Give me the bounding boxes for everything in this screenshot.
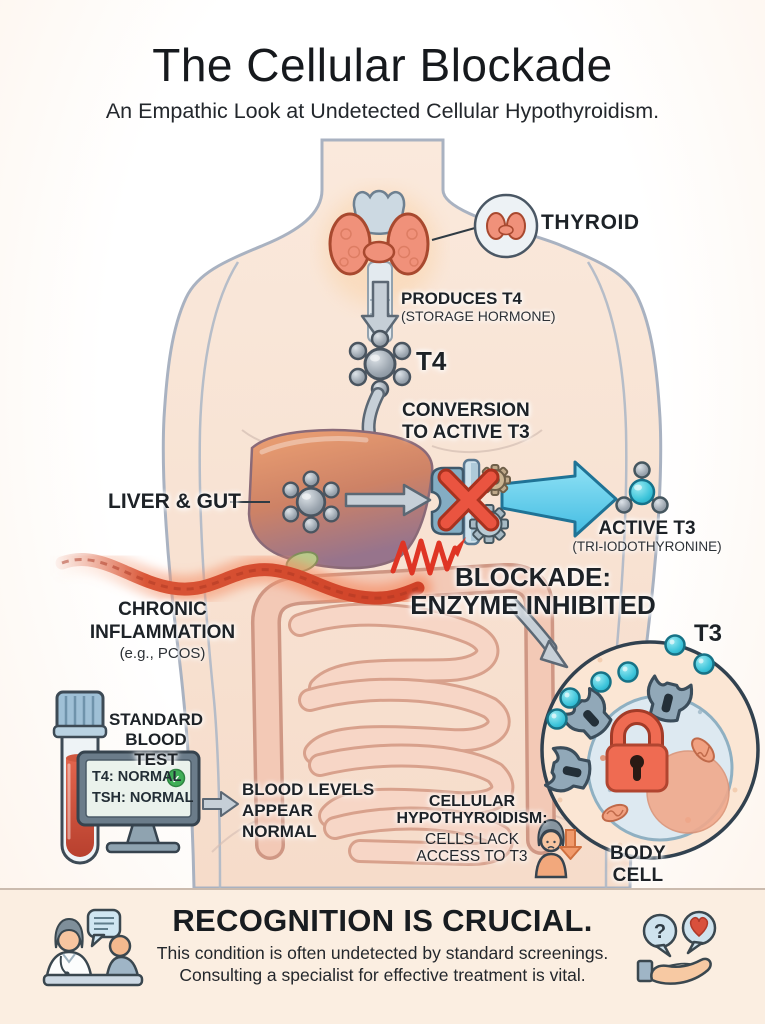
produces-t4-label: PRODUCES T4 xyxy=(401,289,522,308)
monitor-tsh-value: TSH: NORMAL xyxy=(92,790,194,806)
active-t3-label: ACTIVE T3 xyxy=(598,518,696,539)
question-bubble-icon: ? xyxy=(642,913,678,958)
t4-in-liver-molecule-icon xyxy=(282,470,340,534)
blocked-x-icon xyxy=(437,468,500,532)
page-subtitle: An Empathic Look at Undetected Cellular … xyxy=(105,99,660,123)
chronic-inflammation-label: CHRONIC INFLAMMATION xyxy=(89,599,236,643)
blood-levels-label: BLOOD LEVELS APPEAR NORMAL xyxy=(242,780,375,841)
blockade-heading: BLOCKADE: ENZYME INHIBITED xyxy=(410,562,656,620)
t3-molecule-icon xyxy=(615,461,669,514)
svg-text:?: ? xyxy=(654,921,666,943)
standard-blood-test-label: STANDARD BLOOD TEST xyxy=(108,710,204,769)
body-cell-icon xyxy=(540,634,760,860)
heart-bubble-icon xyxy=(681,910,717,955)
t3-dots-icon xyxy=(546,634,715,730)
doctor-patient-icon xyxy=(42,908,144,987)
conversion-label: CONVERSION TO ACTIVE T3 xyxy=(402,400,530,443)
svg-text:✓: ✓ xyxy=(171,774,180,786)
mitochondria-icon xyxy=(601,737,715,823)
support-icon: ? xyxy=(636,910,717,985)
body-cell-label: BODY CELL xyxy=(609,843,667,887)
down-arrow-small-icon xyxy=(559,829,582,860)
footer-heading: RECOGNITION IS CRUCIAL. xyxy=(172,903,593,938)
monitor-icon: ✓ xyxy=(76,750,201,854)
inflammation-wave-icon xyxy=(48,545,432,613)
down-arrow-icon xyxy=(360,280,400,343)
liver-gut-label: LIVER & GUT xyxy=(108,490,242,513)
right-arrow-icon xyxy=(344,483,432,517)
footer-panel xyxy=(0,889,765,1024)
right-arrow-small-icon xyxy=(202,791,239,817)
storage-hormone-label: (STORAGE HORMONE) xyxy=(401,308,556,324)
t4-molecule-icon xyxy=(348,329,412,399)
thyroid-neck-icon xyxy=(328,189,430,276)
lock-icon xyxy=(605,709,669,793)
speech-bubble-icon xyxy=(86,908,122,948)
monitor-t4-value: T4: NORMAL xyxy=(92,769,182,785)
to-active-t3-arrow-icon xyxy=(500,460,618,538)
tri-iodothyronine-label: (TRI-IODOTHYRONINE) xyxy=(572,539,722,554)
sad-person-icon xyxy=(534,818,568,879)
check-icon: ✓ xyxy=(166,768,186,788)
t3-label: T3 xyxy=(694,620,723,647)
thyroid-callout-line xyxy=(431,227,476,241)
cellular-hypothyroidism-label: CELLULAR HYPOTHYROIDISM: xyxy=(396,793,548,827)
enzyme-gears-icon xyxy=(430,458,618,546)
inflammation-zigzag-icon xyxy=(390,537,466,576)
footer-body: This condition is often undetected by st… xyxy=(156,943,609,985)
thyroid-icon xyxy=(473,193,539,259)
caring-hand-icon xyxy=(636,957,712,985)
thyroid-label: THYROID xyxy=(541,211,640,234)
t4-label: T4 xyxy=(416,346,447,376)
cells-lack-access-label: CELLS LACK ACCESS TO T3 xyxy=(416,831,528,865)
page-title: The Cellular Blockade xyxy=(152,39,613,91)
to-cell-arrow-icon xyxy=(505,596,569,669)
pcos-label: (e.g., PCOS) xyxy=(119,645,206,662)
